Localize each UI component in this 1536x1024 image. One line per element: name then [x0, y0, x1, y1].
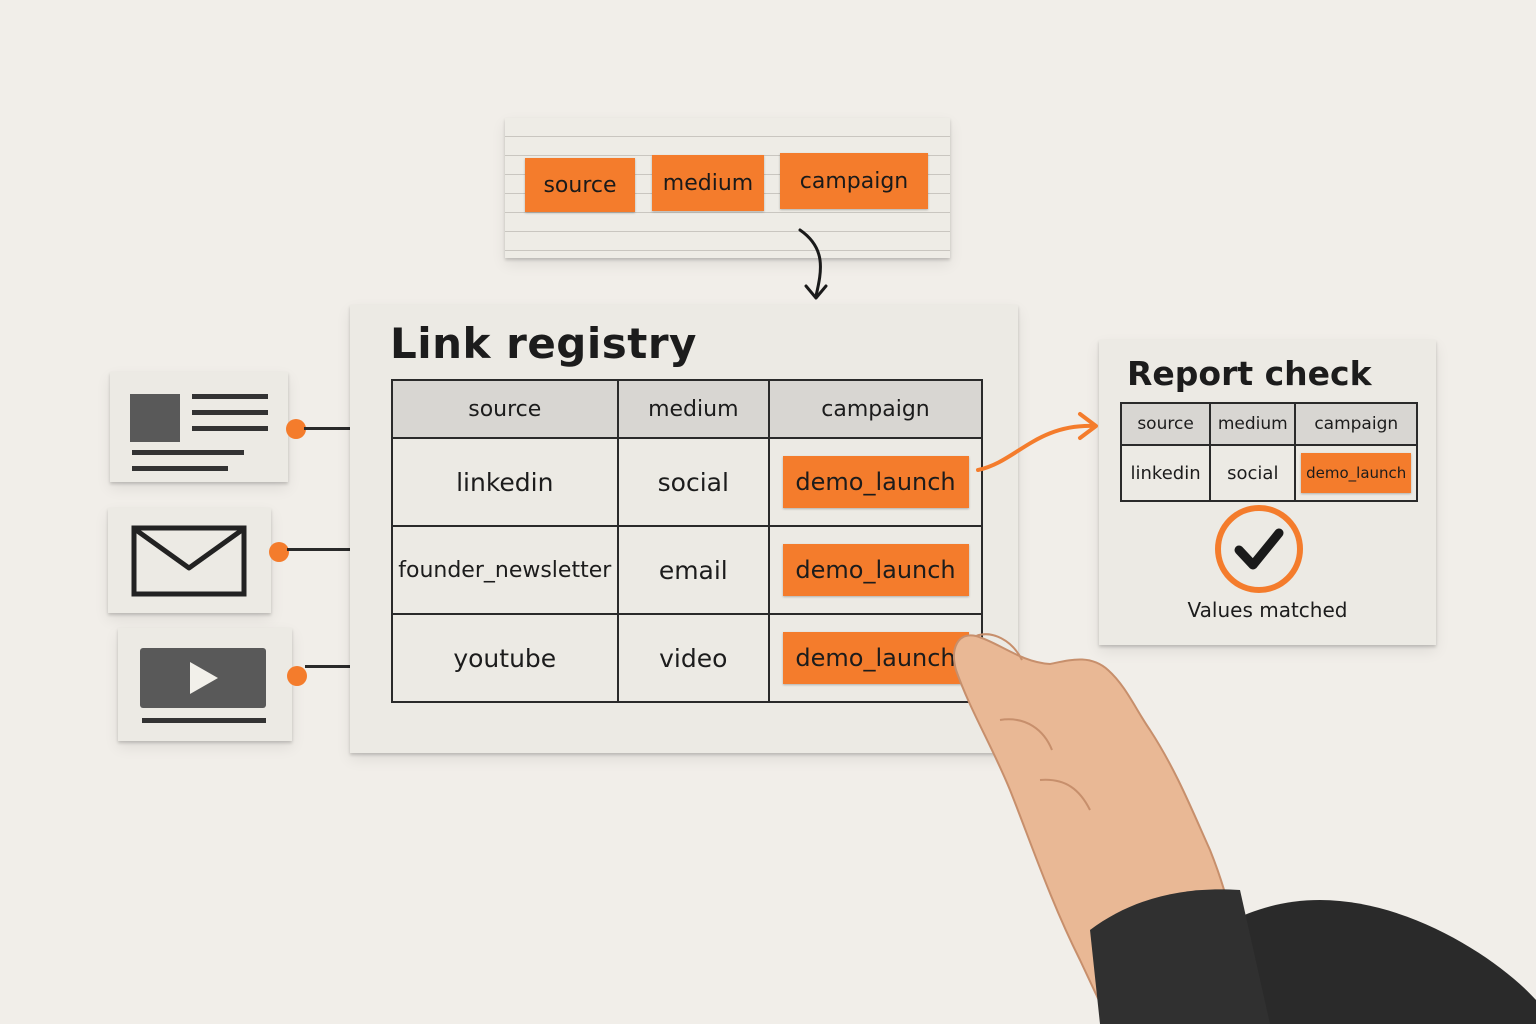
connector-dot-email — [269, 542, 289, 562]
hand-illustration — [953, 633, 1536, 1024]
report-cell-medium: social — [1209, 444, 1297, 502]
registry-cell-campaign-wrap: demo_launch — [768, 525, 983, 615]
channel-card-email[interactable] — [108, 508, 271, 613]
report-header-row: source medium campaign — [1119, 402, 1418, 446]
campaign-tag[interactable]: demo_launch — [782, 544, 969, 596]
registry-header-medium: medium — [616, 379, 771, 439]
registry-table: source medium campaign linkedin social d… — [391, 379, 983, 703]
registry-cell-medium[interactable]: social — [616, 437, 771, 527]
report-header-campaign: campaign — [1294, 402, 1418, 446]
link-registry-card: Link registry source medium campaign lin… — [350, 305, 1018, 753]
campaign-tag[interactable]: demo_launch — [782, 456, 969, 508]
report-header-source: source — [1119, 402, 1212, 446]
connector-line-email — [287, 548, 372, 551]
registry-header-source: source — [391, 379, 619, 439]
registry-header-row: source medium campaign — [391, 379, 983, 439]
report-check-card: Report check source medium campaign link… — [1099, 340, 1436, 645]
registry-cell-source[interactable]: youtube — [391, 613, 619, 703]
registry-cell-source[interactable]: founder_newsletter — [391, 525, 619, 615]
table-row[interactable]: linkedin social demo_launch — [391, 437, 983, 527]
email-envelope-icon — [131, 525, 247, 597]
report-table: source medium campaign linkedin social d… — [1119, 402, 1418, 502]
field-strip-card: source medium campaign — [505, 118, 950, 258]
report-cell-source: linkedin — [1119, 444, 1212, 502]
connector-dot-video — [287, 666, 307, 686]
table-row[interactable]: youtube video demo_launch — [391, 613, 983, 703]
registry-header-campaign: campaign — [768, 379, 983, 439]
table-row[interactable]: founder_newsletter email demo_launch — [391, 525, 983, 615]
arrow-head-down-icon — [804, 284, 828, 300]
registry-cell-source[interactable]: linkedin — [391, 437, 619, 527]
report-header-medium: medium — [1209, 402, 1297, 446]
channel-card-article[interactable] — [110, 372, 288, 482]
report-cell-campaign-wrap: demo_launch — [1294, 444, 1418, 502]
registry-cell-campaign-wrap: demo_launch — [768, 613, 983, 703]
report-campaign-tag: demo_launch — [1301, 453, 1412, 493]
registry-cell-campaign-wrap: demo_launch — [768, 437, 983, 527]
registry-title: Link registry — [390, 319, 697, 368]
connector-line-article — [304, 427, 372, 430]
check-circle-icon — [1215, 505, 1303, 593]
video-play-icon — [140, 648, 266, 723]
table-row: linkedin social demo_launch — [1119, 444, 1418, 502]
report-status-text: Values matched — [1187, 598, 1348, 622]
article-icon — [130, 394, 268, 471]
registry-cell-medium[interactable]: video — [616, 613, 771, 703]
campaign-tag[interactable]: demo_launch — [782, 632, 969, 684]
field-tag-campaign: campaign — [780, 153, 928, 209]
connector-line-video — [305, 665, 372, 668]
arrow-head-right-icon — [1078, 412, 1098, 440]
report-title: Report check — [1127, 354, 1372, 393]
field-tag-medium: medium — [652, 155, 764, 211]
channel-card-video[interactable] — [118, 628, 292, 741]
connector-dot-article — [286, 419, 306, 439]
field-tag-source: source — [525, 158, 635, 212]
registry-cell-medium[interactable]: email — [616, 525, 771, 615]
